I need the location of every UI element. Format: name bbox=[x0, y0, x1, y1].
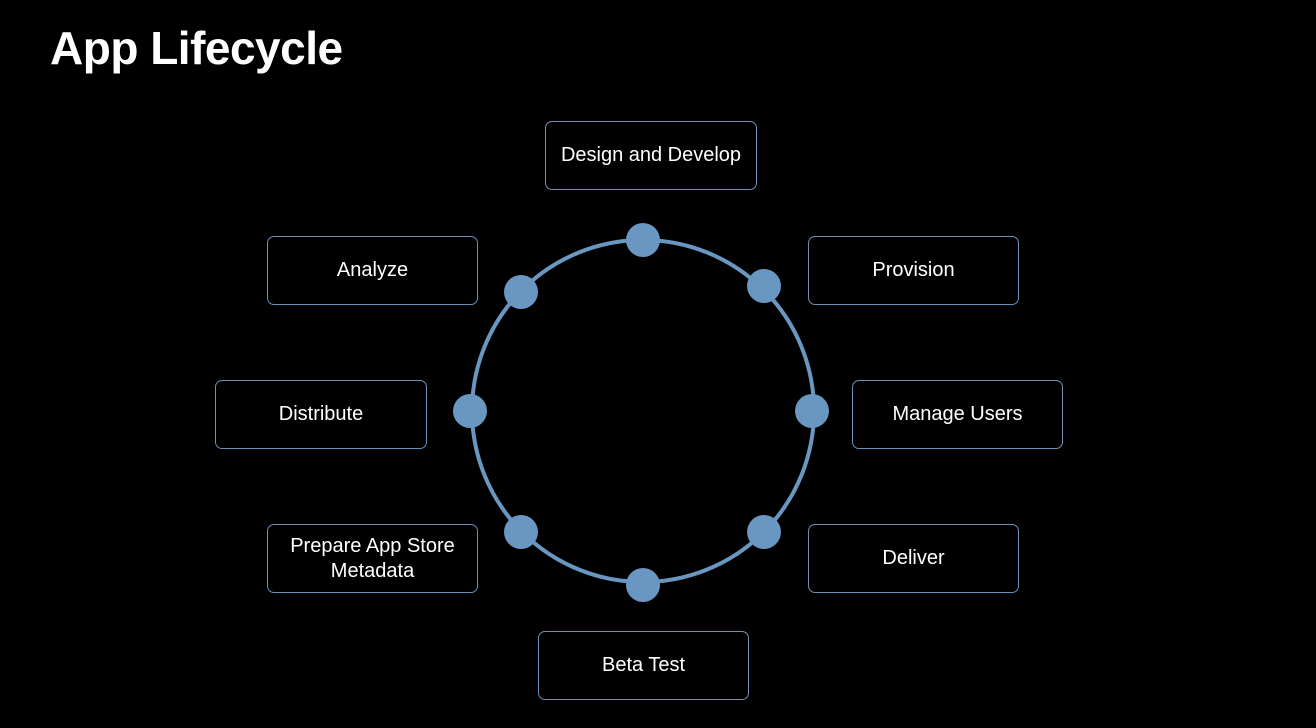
ring-node-deliver bbox=[747, 515, 781, 549]
ring-node-distribute bbox=[453, 394, 487, 428]
stage-label: Design and Develop bbox=[560, 144, 742, 166]
stage-distribute: Distribute bbox=[215, 380, 427, 449]
stage-beta-test: Beta Test bbox=[538, 631, 749, 700]
page-title: App Lifecycle bbox=[50, 22, 343, 74]
stage-label: Beta Test bbox=[601, 654, 686, 676]
stage-prepare-app-store-metadata: Prepare App Store Metadata bbox=[267, 524, 478, 593]
stage-label: Manage Users bbox=[892, 403, 1023, 425]
ring-node-manage-users bbox=[795, 394, 829, 428]
stage-label: Distribute bbox=[278, 403, 364, 425]
stage-analyze: Analyze bbox=[267, 236, 478, 305]
ring-node-beta-test bbox=[626, 568, 660, 602]
stage-label: Analyze bbox=[336, 259, 409, 281]
stage-deliver: Deliver bbox=[808, 524, 1019, 593]
stage-manage-users: Manage Users bbox=[852, 380, 1063, 449]
ring-node-analyze bbox=[504, 275, 538, 309]
stage-provision: Provision bbox=[808, 236, 1019, 305]
ring-node-prepare-app-store-metadata bbox=[504, 515, 538, 549]
stage-label: Prepare App Store Metadata bbox=[290, 534, 455, 582]
stage-label: Provision bbox=[872, 259, 955, 281]
stage-design-and-develop: Design and Develop bbox=[545, 121, 757, 190]
stage-label: Deliver bbox=[882, 547, 945, 569]
ring-node-provision bbox=[747, 269, 781, 303]
ring-node-design-and-develop bbox=[626, 223, 660, 257]
